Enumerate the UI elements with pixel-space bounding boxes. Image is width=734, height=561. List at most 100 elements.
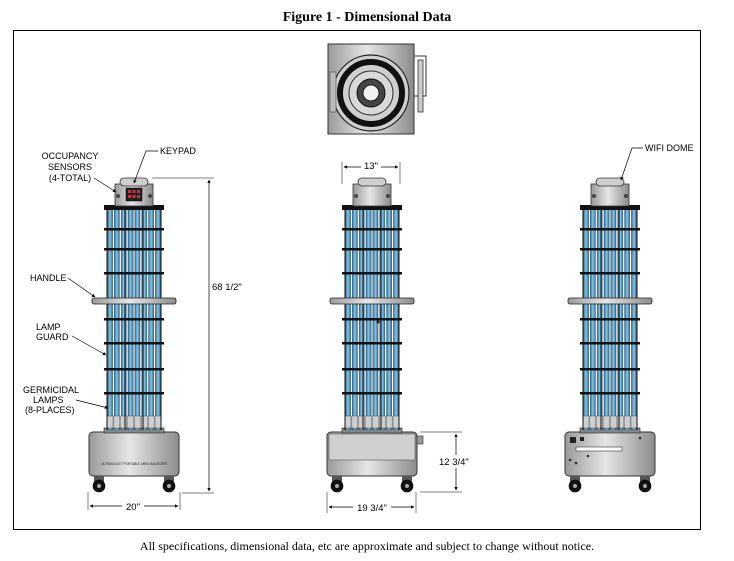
dim-top-diameter: 13"	[364, 161, 378, 172]
guard-ring	[580, 318, 640, 321]
dim-overall-height: 68 1/2"	[212, 282, 242, 293]
guard-ring	[342, 272, 402, 275]
lamp-socket	[582, 415, 590, 429]
occupancy-sensor	[116, 194, 120, 198]
rear-view-right	[564, 177, 656, 493]
lamp-socket	[589, 415, 597, 429]
callout-lamps-line3: (8-PLACES)	[25, 405, 75, 415]
lamp-socket	[379, 415, 386, 429]
lamp-socket	[127, 415, 134, 429]
wifi-dome	[357, 177, 387, 187]
caster-mount	[402, 476, 412, 482]
lamp-socket	[392, 415, 400, 429]
lamp-socket	[106, 415, 114, 429]
lamp-socket	[617, 415, 624, 429]
occupancy-sensor	[148, 194, 152, 198]
caster-hub	[643, 484, 647, 488]
rear-screw	[638, 436, 642, 440]
base-label: ULTRAVIOLET PORTABLE AREA SANITIZER	[101, 462, 167, 466]
lamp-socket	[358, 415, 365, 429]
guard-ring	[104, 248, 164, 251]
bottom-plate	[103, 427, 165, 434]
caster-hub	[335, 484, 339, 488]
guard-ring	[104, 318, 164, 321]
rear-screw	[586, 454, 590, 458]
lamp-socket	[147, 415, 155, 429]
lamp-socket	[385, 415, 393, 429]
base-cabinet	[564, 431, 656, 477]
caster-hub	[405, 484, 409, 488]
keypad-key	[128, 190, 131, 193]
lamp-socket	[141, 415, 148, 429]
drawing-frame	[13, 30, 701, 530]
guard-ring	[342, 228, 402, 231]
top-plate	[580, 205, 640, 210]
callout-lamps-line1: GERMICIDAL	[23, 385, 79, 395]
dim-base-width: 20"	[126, 502, 140, 513]
callouts: OCCUPANCY SENSORS (4-TOTAL) KEYPAD HANDL…	[23, 143, 694, 415]
handle	[91, 297, 177, 305]
guard-ring	[342, 368, 402, 371]
guard-ring	[342, 318, 402, 321]
keypad-key	[132, 190, 136, 193]
dimensions: 68 1/2" 20" 13" 12 3/4" 19 3/4"	[87, 161, 473, 514]
guard-ring	[104, 368, 164, 371]
caster-hub	[573, 484, 577, 488]
top-view	[327, 43, 427, 135]
lamp-socket	[365, 415, 372, 429]
lamp-socket	[113, 415, 121, 429]
guard-ring	[580, 368, 640, 371]
handle	[567, 297, 653, 305]
caster-mount	[570, 476, 580, 482]
wifi-dome	[119, 177, 149, 187]
lamp-socket	[134, 415, 141, 429]
rear-vent	[575, 446, 623, 452]
guard-ring	[342, 392, 402, 395]
guard-ring	[580, 392, 640, 395]
bottom-plate	[579, 427, 641, 434]
occupancy-sensor	[354, 194, 358, 198]
keypad-key	[137, 195, 140, 198]
caster-hub	[167, 484, 171, 488]
lamp-socket	[351, 415, 359, 429]
top-plate	[342, 205, 402, 210]
guard-ring	[342, 248, 402, 251]
callout-keypad: KEYPAD	[160, 146, 196, 156]
caster-mount	[164, 476, 174, 482]
guard-ring	[104, 392, 164, 395]
lamp-socket	[344, 415, 352, 429]
occupancy-sensor	[624, 194, 628, 198]
lamp-socket	[154, 415, 162, 429]
guard-ring	[104, 342, 164, 345]
callout-handle: HANDLE	[30, 273, 67, 283]
occupancy-sensor	[592, 194, 596, 198]
callout-lamp-guard-line2: GUARD	[36, 332, 69, 342]
keypad-key	[128, 195, 131, 198]
dim-base-depth: 19 3/4"	[357, 503, 387, 514]
callout-occupancy-line3: (4-TOTAL)	[49, 173, 91, 183]
callout-lamps-line2: LAMPS	[33, 395, 64, 405]
guard-ring	[342, 342, 402, 345]
footer-note: All specifications, dimensional data, et…	[139, 539, 595, 553]
caster-mount	[94, 476, 104, 482]
wifi-dome	[595, 177, 625, 187]
lamp-socket	[120, 415, 127, 429]
base-cabinet	[88, 431, 180, 477]
side-plug	[416, 435, 424, 445]
guard-ring	[580, 228, 640, 231]
guard-ring	[104, 272, 164, 275]
keypad-key	[137, 190, 140, 193]
lamp-socket	[596, 415, 603, 429]
bottom-plate	[341, 427, 403, 434]
guard-ring	[104, 228, 164, 231]
top-plate	[104, 205, 164, 210]
dim-base-height: 12 3/4"	[439, 457, 469, 468]
keypad	[125, 187, 143, 202]
caster-mount	[332, 476, 342, 482]
caster-mount	[640, 476, 650, 482]
handle	[329, 297, 415, 305]
lamp-socket	[623, 415, 631, 429]
figure-title: Figure 1 - Dimensional Data	[282, 10, 452, 25]
front-view-left	[88, 177, 180, 493]
